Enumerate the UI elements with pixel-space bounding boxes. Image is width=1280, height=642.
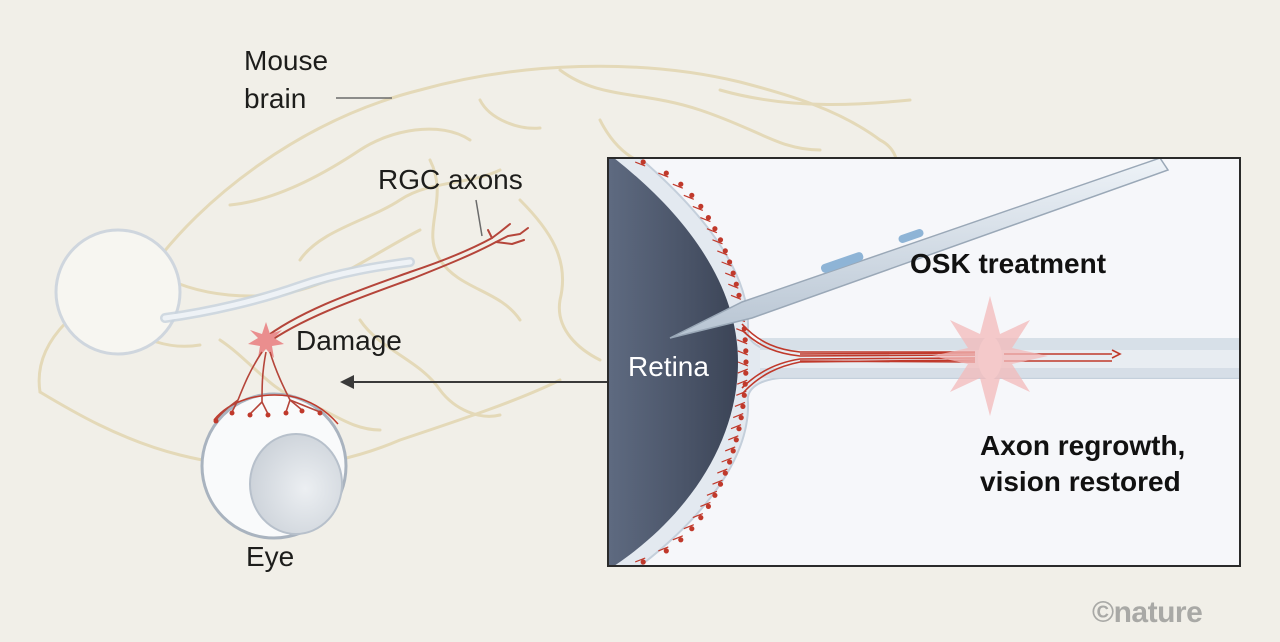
rgc-dot <box>698 203 704 209</box>
retina-rgc-dots <box>634 159 749 565</box>
rgc-dendrite <box>737 350 749 356</box>
damage-burst <box>248 322 284 358</box>
label-axon-regrowth: Axon regrowth, vision restored <box>980 430 1186 497</box>
rgc-dendrite <box>728 283 739 289</box>
rgc-dendrite <box>712 239 723 245</box>
needle <box>669 159 1170 339</box>
rgc-dendrite <box>721 457 732 463</box>
rgc-dot <box>705 503 712 509</box>
rgc-dot <box>712 226 718 232</box>
rgc-dendrite <box>737 361 749 367</box>
rgc-dendrite <box>730 294 742 300</box>
rgc-dendrite <box>683 194 695 200</box>
rgc-dendrite <box>683 524 695 530</box>
rgc-dot <box>727 259 733 265</box>
rgc-dendrite <box>700 217 711 223</box>
rgc-dendrite <box>700 501 711 507</box>
rgc-dot <box>743 348 749 354</box>
rgc-dot <box>717 237 724 243</box>
rgc-dendrite <box>672 535 684 541</box>
rgc-dot <box>733 281 739 287</box>
rgc-dendrite <box>706 490 718 496</box>
nature-watermark: ©nature <box>1092 596 1203 629</box>
rgc-dot <box>640 559 646 565</box>
rgc-dendrite <box>692 205 704 211</box>
rgc-dot <box>743 359 749 365</box>
eye-rgc-dots <box>213 408 323 424</box>
rgc-dot <box>698 515 704 521</box>
retina-body <box>609 159 738 565</box>
rgc-dot <box>640 159 646 165</box>
label-mouse-brain: Mouse brain <box>244 45 329 114</box>
rgc-dendrite <box>728 435 739 441</box>
rgc-dot <box>722 248 728 254</box>
label-damage: Damage <box>296 325 402 356</box>
rgc-dot <box>743 370 749 376</box>
rgc-dot <box>736 426 742 432</box>
olfactory-bulb <box>54 228 182 356</box>
label-retina: Retina <box>628 351 709 382</box>
rgc-dot <box>689 192 695 198</box>
rgc-dot <box>730 270 736 276</box>
rgc-dendrite <box>658 172 669 178</box>
rgc-axon-path <box>261 223 529 345</box>
rgc-dendrite <box>706 228 718 234</box>
eye <box>200 392 348 540</box>
rgc-dendrite <box>717 468 728 474</box>
rgc-dendrite <box>634 161 646 167</box>
rgc-dot <box>727 459 733 465</box>
eye-rgc-axons <box>215 351 321 421</box>
rgc-dendrite <box>736 379 748 385</box>
rgc-dendrite <box>734 401 746 407</box>
rgc-dendrite <box>658 546 669 552</box>
rgc-dendrite <box>672 183 684 189</box>
rgc-dot <box>738 415 744 421</box>
rgc-dendrite <box>732 413 744 419</box>
rgc-dendrite <box>634 557 646 563</box>
inset-damage-burst <box>932 296 1048 416</box>
rgc-dendrite <box>717 250 728 256</box>
rgc-dot <box>717 481 724 487</box>
rgc-dot <box>712 492 718 498</box>
rgc-dendrite <box>730 424 742 430</box>
rgc-dendrite <box>692 513 704 519</box>
rgc-dot <box>722 470 728 476</box>
rgc-dot <box>733 437 739 443</box>
rgc-axons-leader <box>475 199 483 237</box>
rgc-dot <box>678 181 684 187</box>
rgc-dot <box>730 448 736 454</box>
label-rgc-axons: RGC axons <box>378 164 523 195</box>
inset-panel <box>607 157 1241 567</box>
rgc-dot <box>689 526 695 532</box>
rgc-dot <box>742 337 748 343</box>
rgc-dot <box>736 292 742 298</box>
rgc-dot <box>740 403 746 409</box>
rgc-dendrite <box>712 479 723 485</box>
label-eye: Eye <box>246 541 295 572</box>
rgc-dendrite <box>721 261 732 267</box>
rgc-dot <box>663 170 669 176</box>
rgc-dendrite <box>724 446 736 452</box>
pointer-arrow <box>340 375 608 389</box>
rgc-dot <box>678 537 684 543</box>
rgc-dot <box>705 215 712 221</box>
rgc-dot <box>663 548 669 554</box>
rgc-dendrite <box>724 272 736 278</box>
rgc-dendrite <box>737 368 749 374</box>
label-osk-treatment: OSK treatment <box>910 248 1107 279</box>
rgc-dendrite <box>736 339 748 345</box>
